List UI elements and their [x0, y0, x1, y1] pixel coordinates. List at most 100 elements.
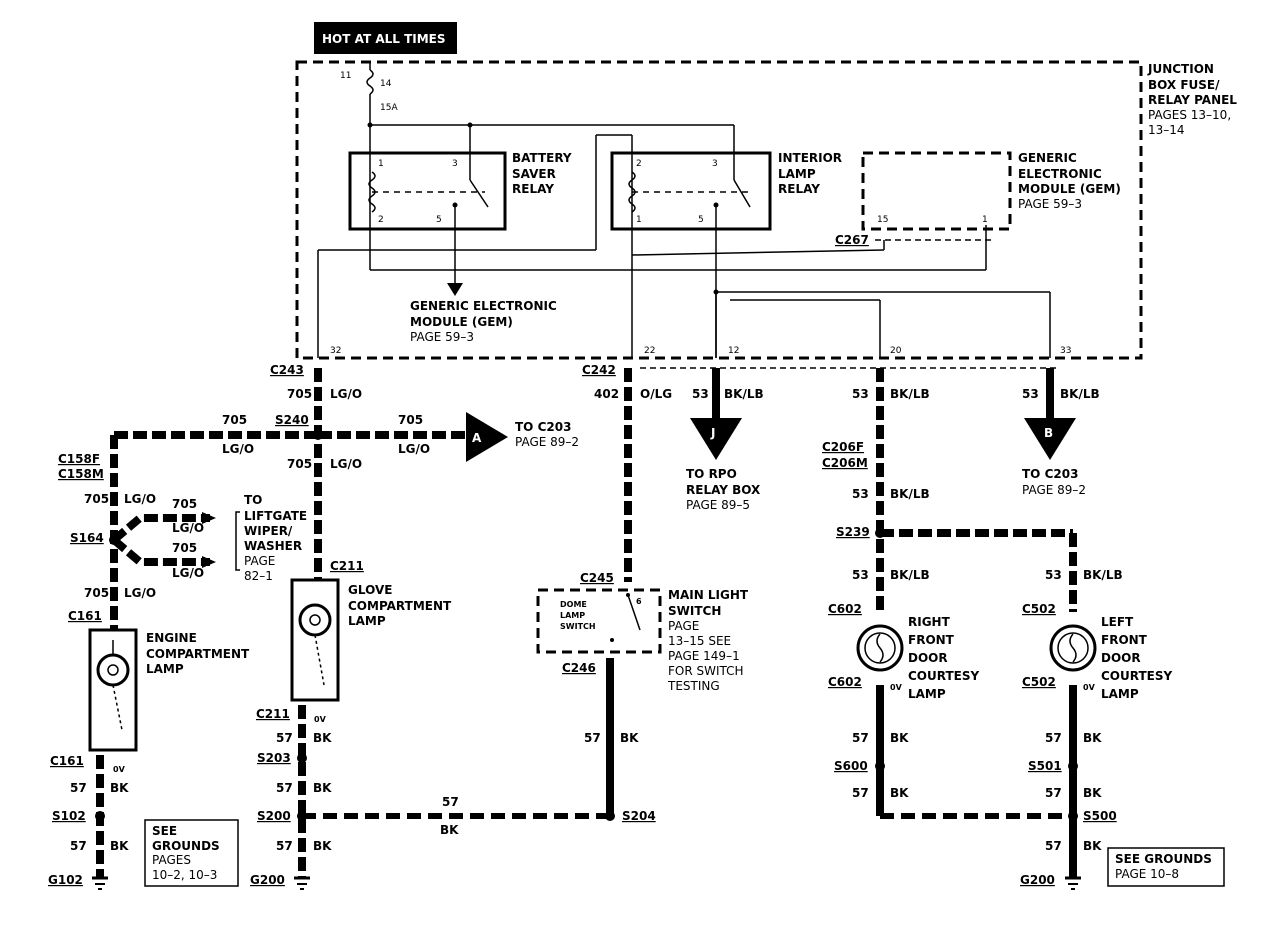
see-grounds-box-right — [1107, 847, 1225, 887]
ilr-label-3: RELAY — [778, 182, 820, 196]
wire-705-label-7: 705 — [172, 541, 197, 555]
main-switch-7: TESTING — [667, 679, 720, 693]
splice-s204 — [605, 811, 615, 821]
splice-s600-label: S600 — [834, 759, 868, 773]
connector-c161b: C161 — [50, 754, 84, 768]
ground-g200-right: G200 — [1020, 873, 1055, 887]
glove-lamp-3: LAMP — [348, 614, 386, 628]
lf-lamp-1: LEFT — [1101, 615, 1134, 629]
lamp-icon — [96, 653, 130, 687]
wire-57-r4: 57 — [852, 731, 869, 745]
wire-705-label-3: 705 — [222, 413, 247, 427]
wire-bk-g2: BK — [313, 781, 332, 795]
connector-c158f: C158F — [58, 452, 100, 466]
fuse-pin: 14 — [380, 79, 392, 89]
see-grounds-l1: SEE — [152, 824, 177, 838]
dome-label-1: DOME — [560, 600, 587, 609]
connector-c206f: C206F — [822, 440, 864, 454]
pin-12: 12 — [728, 346, 739, 356]
hot-label: HOT AT ALL TIMES — [322, 32, 446, 46]
glove-lamp-1: GLOVE — [348, 583, 392, 597]
lamp-icon — [298, 603, 332, 637]
lf-lamp-5: LAMP — [1101, 687, 1139, 701]
pin-33: 33 — [1060, 346, 1071, 356]
to-rpo-1: TO RPO — [686, 467, 737, 481]
splice-s600 — [875, 761, 885, 771]
fuse-rating: 15A — [380, 103, 398, 113]
gem-mid-label-1: GENERIC ELECTRONIC — [410, 299, 557, 313]
wire-bk-l4: BK — [1083, 731, 1102, 745]
to-liftgate-1: TO — [244, 493, 262, 507]
splice-s102 — [95, 811, 105, 821]
wire-bklb-l3: BK/LB — [1083, 568, 1123, 582]
wire-705-label-2: 705 — [287, 457, 312, 471]
voltage-0v-rf: 0V — [890, 683, 903, 692]
gem-module — [861, 151, 1012, 231]
engine-lamp-3: LAMP — [146, 662, 184, 676]
to-c203-b-2: PAGE 89–2 — [1022, 483, 1086, 497]
ilr-label-2: LAMP — [778, 167, 816, 181]
wire-57-l1: 57 — [70, 781, 87, 795]
ilr-label-1: INTERIOR — [778, 151, 842, 165]
pin-32: 32 — [330, 346, 341, 356]
to-rpo-2: RELAY BOX — [686, 483, 761, 497]
rf-lamp-4: COURTESY — [908, 669, 979, 683]
wire-57-l5: 57 — [1045, 786, 1062, 800]
junction-label-5: 13–14 — [1148, 123, 1185, 137]
rf-lamp-3: DOOR — [908, 651, 948, 665]
wire-lgo-label-7: LG/O — [172, 566, 204, 580]
splice-s164-label: S164 — [70, 531, 104, 545]
wire-705-label-8: 705 — [84, 586, 109, 600]
to-liftgate-4: WASHER — [244, 539, 302, 553]
connector-c242: C242 — [582, 363, 616, 377]
wire-57-mid: 57 — [584, 731, 601, 745]
ilr-pin5: 5 — [698, 215, 704, 225]
wire-705-label: 705 — [287, 387, 312, 401]
gem-pin1: 1 — [982, 215, 988, 225]
main-switch-4: 13–15 SEE — [668, 634, 731, 648]
dome-label-2: LAMP — [560, 611, 585, 620]
wire-bk-l2: BK — [110, 839, 129, 853]
ground-icon — [1065, 876, 1081, 890]
connector-b: B — [1044, 426, 1053, 440]
splice-s203-label: S203 — [257, 751, 291, 765]
dome-label-3: SWITCH — [560, 622, 596, 631]
connector-c245: C245 — [580, 571, 614, 585]
arrow-connector-icon — [466, 412, 508, 462]
splice-s102-label: S102 — [52, 809, 86, 823]
ground-icon — [294, 876, 310, 890]
wire-57-g1: 57 — [276, 731, 293, 745]
connector-c158m: C158M — [58, 467, 104, 481]
rf-lamp-1: RIGHT — [908, 615, 951, 629]
connector-c602: C602 — [828, 602, 862, 616]
wire-53-r2: 53 — [852, 487, 869, 501]
junction-label-3: RELAY PANEL — [1148, 93, 1237, 107]
junction-box — [295, 60, 1143, 360]
connector-c267: C267 — [835, 233, 869, 247]
bsr-label-2: SAVER — [512, 167, 556, 181]
splice-s203 — [297, 753, 307, 763]
wire-lgo-label-5: LG/O — [124, 492, 156, 506]
connector-j: J — [710, 426, 715, 440]
splice-s500-label: S500 — [1083, 809, 1117, 823]
voltage-0v-1: 0V — [113, 765, 126, 774]
wire-402-label: 402 — [594, 387, 619, 401]
connector-c206m: C206M — [822, 456, 868, 470]
to-liftgate-5: PAGE — [244, 554, 275, 568]
wire-bk-r4: BK — [890, 731, 909, 745]
to-c203-label: TO C203 — [515, 420, 571, 434]
gem-label-2: ELECTRONIC — [1018, 167, 1102, 181]
voltage-0v-lf: 0V — [1083, 683, 1096, 692]
arrow-connector-icon — [690, 418, 742, 460]
lf-lamp-3: DOOR — [1101, 651, 1141, 665]
wire-olg-label: O/LG — [640, 387, 672, 401]
to-rpo-3: PAGE 89–5 — [686, 498, 750, 512]
ilr-pin2: 2 — [636, 159, 642, 169]
wire-bklb-j: BK/LB — [724, 387, 764, 401]
ground-g102: G102 — [48, 873, 83, 887]
connector-a: A — [472, 431, 482, 445]
lamp-icon — [1049, 624, 1097, 672]
wire-57-l4: 57 — [1045, 731, 1062, 745]
connector-c502b: C502 — [1022, 675, 1056, 689]
bsr-pin1: 1 — [378, 159, 384, 169]
